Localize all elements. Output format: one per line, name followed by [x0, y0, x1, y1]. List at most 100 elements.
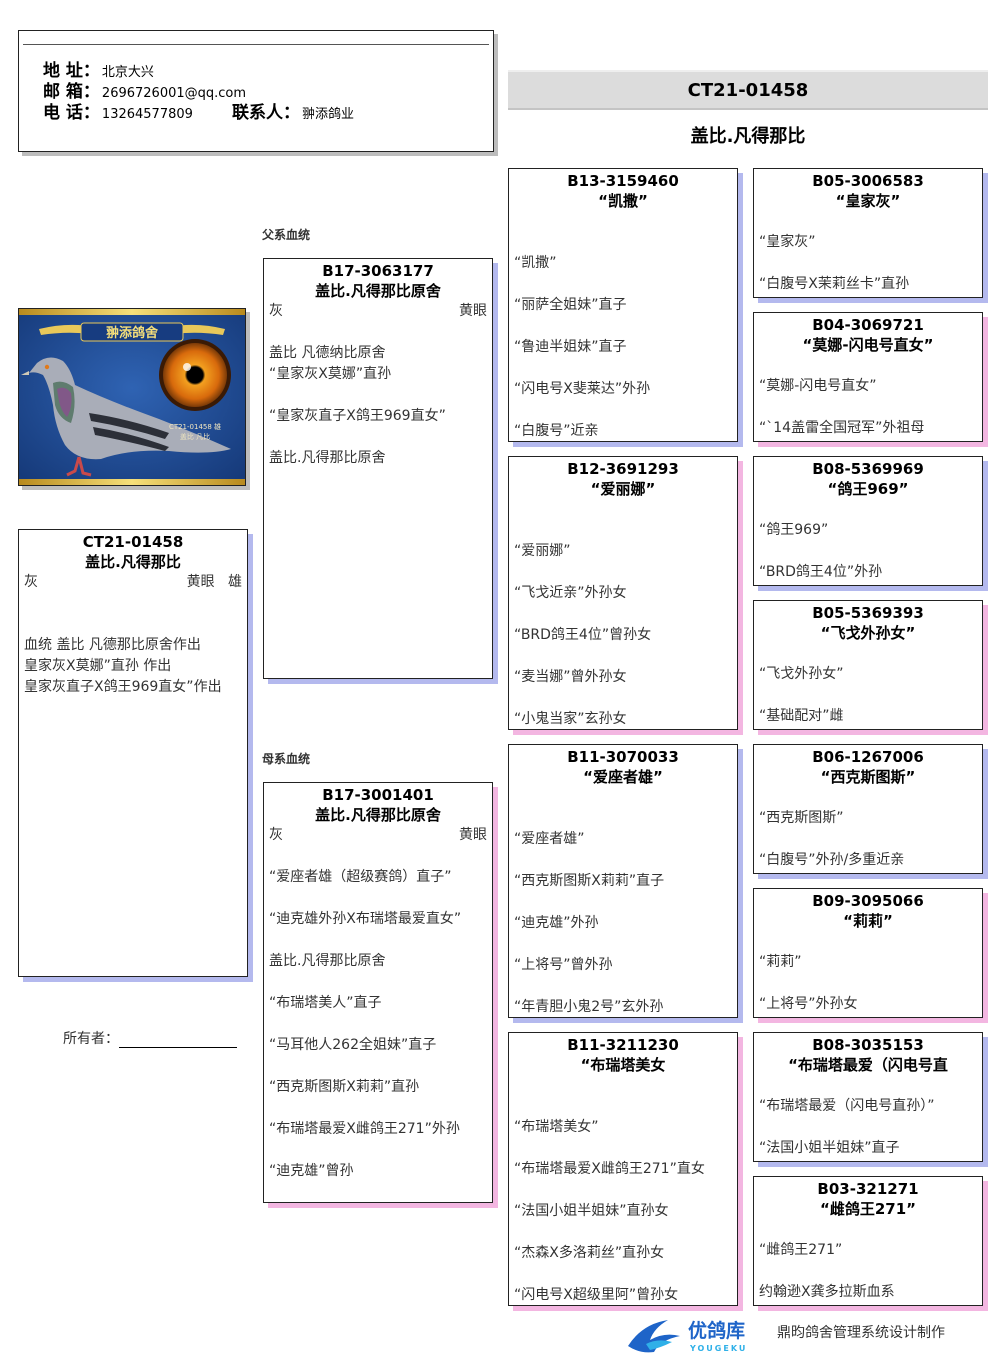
- ggp-card-6: B09-3095066 “莉莉” “莉莉” “上将号”外孙女: [753, 888, 983, 1018]
- granddam-maternal-card: B11-3211230 “布瑞塔美女 “布瑞塔美女” “布瑞塔最爱X雌鸽王271…: [508, 1032, 738, 1306]
- grandsire-maternal-card: B11-3070033 “爱座者雄” “爱座者雄” “西克斯图斯X莉莉”直子 “…: [508, 744, 738, 1018]
- ggp-note: “基础配对”雌: [759, 708, 844, 724]
- yougeku-logo: 优鸽库 YOUGEKU: [624, 1310, 764, 1356]
- gp-ring: B11-3211230: [567, 1036, 679, 1054]
- ggp-card-7: B08-3035153 “布瑞塔最爱（闪电号直 “布瑞塔最爱（闪电号直孙）” “…: [753, 1032, 983, 1162]
- gp-ring: B11-3070033: [567, 748, 679, 766]
- sire-attributes: 灰 黄眼: [264, 301, 492, 322]
- gp-name: “爱座者雄”: [583, 768, 663, 786]
- gp-name: “爱丽娜”: [590, 480, 656, 498]
- ggp-note: “西克斯图斯”: [759, 810, 844, 826]
- subject-note: 皇家灰直子X鸽王969直女”作出: [24, 679, 222, 695]
- sire-notes: 盖比 凡德纳比原舍 “皇家灰X莫娜”直孙 “皇家灰直子X鸽王969直女” 盖比.…: [264, 343, 492, 469]
- gp-note: [514, 400, 737, 421]
- sire-ring: B17-3063177: [322, 262, 434, 280]
- ggp-note: [759, 253, 982, 274]
- gp-note: [514, 1264, 737, 1285]
- dam-eye: 黄眼: [459, 827, 487, 843]
- dam-color: 灰: [269, 827, 283, 843]
- ggp-note: “雌鸽王271”: [759, 1242, 843, 1258]
- dam-note: [269, 972, 492, 993]
- granddam-paternal-card: B12-3691293 “爱丽娜” “爱丽娜” “飞戈近亲”外孙女 “BRD鸽王…: [508, 456, 738, 730]
- contact-divider: [23, 44, 489, 45]
- owner-label: 所有者：: [63, 1031, 119, 1047]
- gp-note: [514, 1180, 737, 1201]
- footer-credit: 鼎昀鸽舍管理系统设计制作: [777, 1325, 945, 1341]
- ggp-ring: B08-3035153: [812, 1036, 924, 1054]
- ggp-name: “西克斯图斯”: [820, 768, 916, 786]
- gp-note: [514, 274, 737, 295]
- ggp-note: “飞戈外孙女”: [759, 666, 844, 682]
- ggp-note: [759, 397, 982, 418]
- dam-note: [269, 930, 492, 951]
- ggp-name: “莫娜-闪电号直女”: [802, 336, 934, 354]
- ggp-note: “上将号”外孙女: [759, 996, 858, 1012]
- sire-note: 盖比.凡得那比原舍: [269, 450, 386, 466]
- phone-value: 13264577809: [101, 107, 193, 122]
- ggp-note: [759, 541, 982, 562]
- gp-note: [514, 358, 737, 379]
- pigeon-photo-art: 翀添鸽舍 CT21-01458 雄 盖比 凡比: [19, 309, 245, 485]
- gp-note: “鲁迪半姐妹”直子: [514, 339, 627, 355]
- logo-mark-icon: 优鸽库 YOUGEKU: [628, 1319, 747, 1353]
- ggp-notes: “皇家灰” “白腹号X茉莉丝卡”直孙: [754, 232, 982, 295]
- ggp-note: “`14盖雷全国冠军”外祖母: [759, 420, 925, 436]
- gp-note: [514, 1138, 737, 1159]
- address-row: 地 址：北京大兴: [43, 56, 154, 81]
- ggp-note: [759, 1261, 982, 1282]
- gp-note: “法国小姐半姐妹”直孙女: [514, 1203, 669, 1219]
- subject-name: 盖比.凡得那比: [85, 553, 181, 571]
- ggp-name: “飞戈外孙女”: [820, 624, 916, 642]
- subject-attributes: 灰 黄眼 雄: [19, 572, 247, 593]
- ggp-notes: “飞戈外孙女” “基础配对”雌: [754, 664, 982, 727]
- subject-eye: 黄眼: [186, 574, 215, 590]
- loft-title-text: 翀添鸽舍: [106, 325, 159, 341]
- sire-name: 盖比.凡得那比原舍: [315, 282, 441, 300]
- ggp-name: “鸽王969”: [827, 480, 909, 498]
- gp-ring: B13-3159460: [567, 172, 679, 190]
- gp-note: “迪克雄”外孙: [514, 915, 599, 931]
- ggp-ring: B03-321271: [817, 1180, 919, 1198]
- ggp-name: “皇家灰”: [835, 192, 901, 210]
- ggp-card-5: B06-1267006 “西克斯图斯” “西克斯图斯” “白腹号”外孙/多重近亲: [753, 744, 983, 874]
- email-value: 2696726001@qq.com: [101, 86, 247, 101]
- ggp-note: “布瑞塔最爱（闪电号直孙）”: [759, 1098, 935, 1114]
- gp-note: “年青胆小鬼2号”玄外孙: [514, 999, 664, 1015]
- photo-caption-sex: 雄: [214, 422, 221, 431]
- photo-caption-name: 凡比: [196, 432, 210, 441]
- gp-note: [514, 316, 737, 337]
- gp-notes: “爱座者雄” “西克斯图斯X莉莉”直子 “迪克雄”外孙 “上将号”曾外孙 “年青…: [509, 829, 737, 1017]
- ggp-note: “法国小姐半姐妹”直子: [759, 1140, 900, 1156]
- photo-caption-pre: 盖比: [180, 432, 194, 441]
- ggp-name: “莉莉”: [843, 912, 893, 930]
- ggp-card-3: B08-5369969 “鸽王969” “鸽王969” “BRD鸽王4位”外孙: [753, 456, 983, 586]
- gp-note: “爱座者雄”: [514, 831, 585, 847]
- ggp-notes: “西克斯图斯” “白腹号”外孙/多重近亲: [754, 808, 982, 871]
- ggp-note: “皇家灰”: [759, 234, 816, 250]
- ggp-notes: “莫娜-闪电号直女” “`14盖雷全国冠军”外祖母: [754, 376, 982, 439]
- gp-note: “凯撒”: [514, 255, 557, 271]
- ggp-card-8: B03-321271 “雌鸽王271” “雌鸽王271” 约翰逊X龚多拉斯血系: [753, 1176, 983, 1306]
- address-label: 地 址：: [43, 61, 100, 81]
- subject-sex: 雄: [228, 574, 242, 590]
- gp-note: “麦当娜”曾外孙女: [514, 669, 627, 685]
- ggp-card-4: B05-5369393 “飞戈外孙女” “飞戈外孙女” “基础配对”雌: [753, 600, 983, 730]
- dam-note: [269, 1056, 492, 1077]
- gp-note: [514, 850, 737, 871]
- contact-person-value: 翀添鸽业: [302, 107, 355, 122]
- pedigree-title-ring: CT21-01458: [508, 70, 988, 110]
- gp-note: [514, 688, 737, 709]
- subject-note: 皇家灰X莫娜”直孙 作出: [24, 658, 172, 674]
- ggp-notes: “鸽王969” “BRD鸽王4位”外孙: [754, 520, 982, 583]
- dam-name: 盖比.凡得那比原舍: [315, 806, 441, 824]
- dam-line-label: 母系血统: [262, 752, 311, 766]
- ggp-note: “鸽王969”: [759, 522, 829, 538]
- dam-note: [269, 888, 492, 909]
- dam-card: B17-3001401 盖比.凡得那比原舍 灰 黄眼 “爱座者雄（超级赛鸽）直子…: [263, 782, 493, 1203]
- gp-note: “杰森X多洛莉丝”直孙女: [514, 1245, 665, 1261]
- dam-note: “爱座者雄（超级赛鸽）直子”: [269, 869, 452, 885]
- logo-brand-sub: YOUGEKU: [689, 1344, 747, 1353]
- ggp-note: [759, 685, 982, 706]
- owner-blank: [119, 1033, 237, 1048]
- ggp-ring: B05-3006583: [812, 172, 924, 190]
